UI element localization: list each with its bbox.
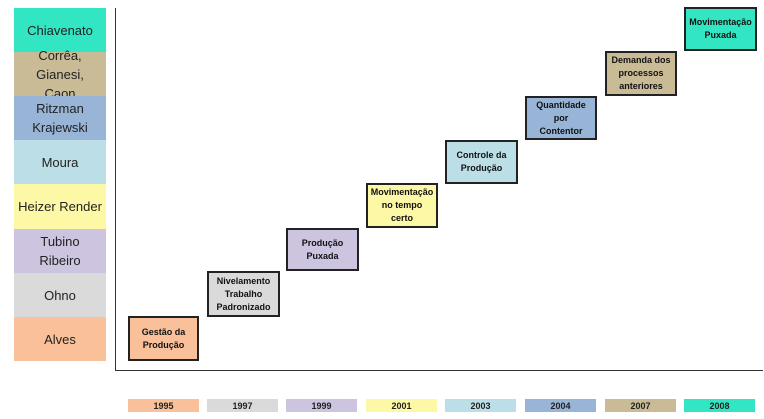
author-correa-gianesi-caon: Corrêa, Gianesi, Caon bbox=[14, 48, 106, 101]
author-chiavenato: Chiavenato bbox=[14, 8, 106, 52]
step-demanda-processos-anteriores: Demanda dos processos anteriores bbox=[605, 51, 677, 96]
step-producao-puxada: Produção Puxada bbox=[286, 228, 359, 271]
author-tubino-ribeiro: Tubino Ribeiro bbox=[14, 229, 106, 273]
step-controle-da-producao: Controle da Produção bbox=[445, 140, 518, 184]
author-ritzman-krajewski: Ritzman Krajewski bbox=[14, 96, 106, 140]
step-nivelamento: Nivelamento Trabalho Padronizado bbox=[207, 271, 280, 317]
year-2003: 2003 bbox=[445, 399, 516, 412]
step-movimentacao-tempo-certo: Movimentação no tempo certo bbox=[366, 183, 438, 228]
year-2004: 2004 bbox=[525, 399, 596, 412]
year-1997: 1997 bbox=[207, 399, 278, 412]
author-alves: Alves bbox=[14, 317, 106, 361]
year-2008: 2008 bbox=[684, 399, 755, 412]
step-movimentacao-puxada: Movimentação Puxada bbox=[684, 7, 757, 51]
vertical-axis-line bbox=[115, 8, 116, 371]
year-1995: 1995 bbox=[128, 399, 199, 412]
author-ohno: Ohno bbox=[14, 273, 106, 317]
step-quantidade-por-contentor: Quantidade por Contentor bbox=[525, 96, 597, 140]
author-heizer-render: Heizer Render bbox=[14, 184, 106, 229]
author-moura: Moura bbox=[14, 140, 106, 184]
year-2001: 2001 bbox=[366, 399, 437, 412]
horizontal-axis-line bbox=[115, 370, 763, 371]
step-gestao-da-producao: Gestão da Produção bbox=[128, 316, 199, 361]
year-1999: 1999 bbox=[286, 399, 357, 412]
year-2007: 2007 bbox=[605, 399, 676, 412]
